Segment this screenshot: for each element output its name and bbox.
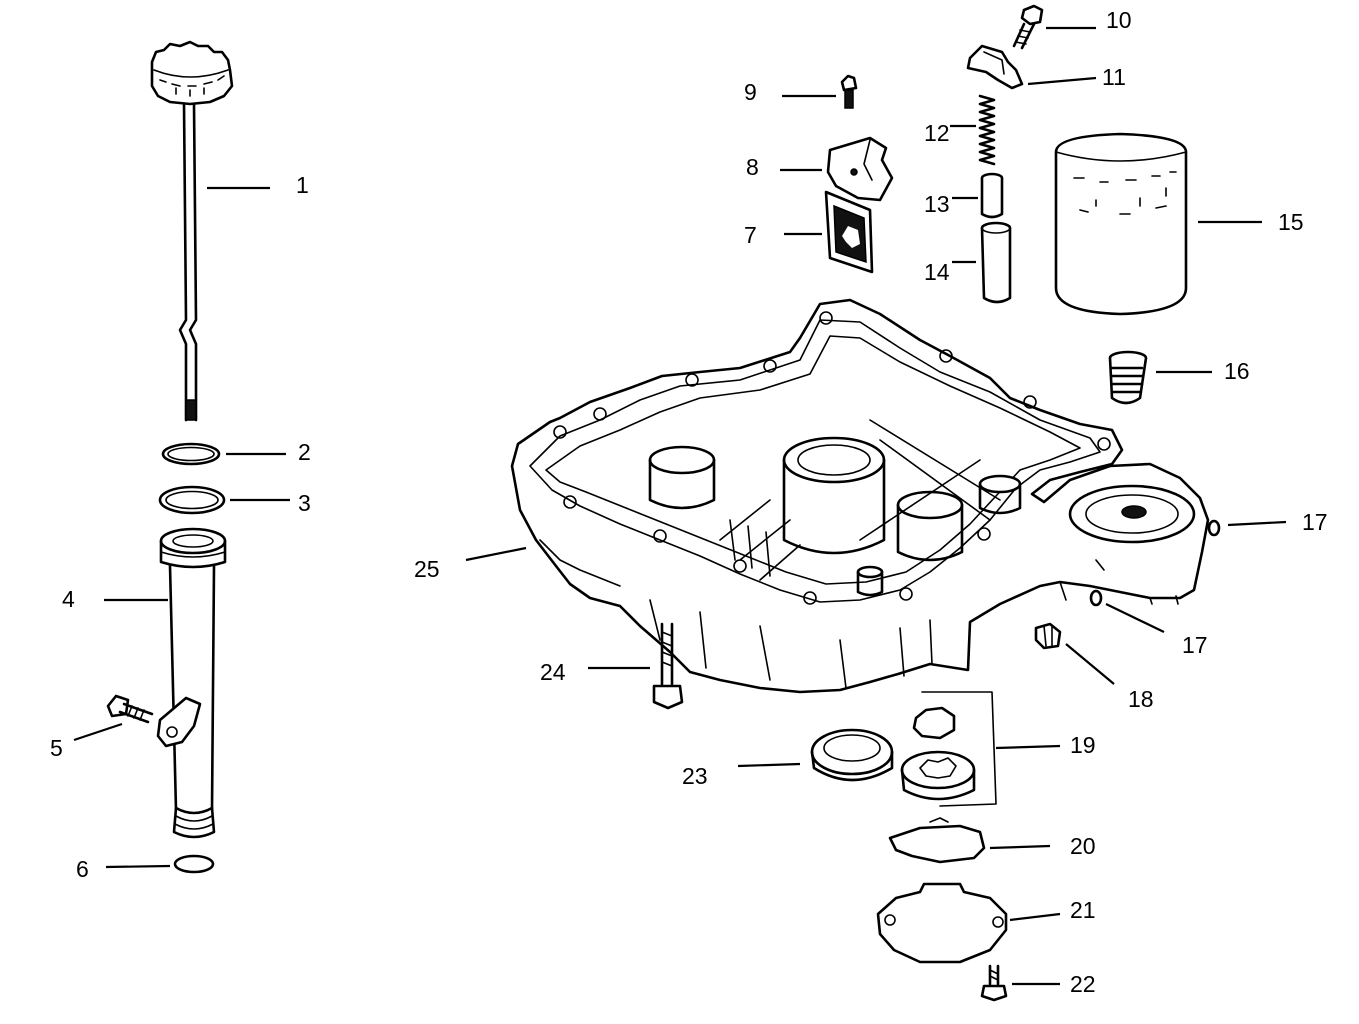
part-label-9: 9 bbox=[744, 79, 757, 105]
part-label-17-upper: 17 bbox=[1302, 509, 1328, 535]
oil-pan-part bbox=[510, 298, 1210, 694]
part-label-21: 21 bbox=[1070, 897, 1096, 923]
part-number-labels: 1 2 3 4 5 6 7 8 9 10 11 12 13 14 15 16 1… bbox=[50, 7, 1328, 997]
pump-cover-part bbox=[876, 882, 1008, 964]
pan-bolt-part bbox=[652, 622, 684, 710]
valve-sleeve-part bbox=[980, 221, 1012, 304]
part-label-20: 20 bbox=[1070, 833, 1096, 859]
part-label-5: 5 bbox=[50, 735, 63, 761]
part-label-10: 10 bbox=[1106, 7, 1132, 33]
bolt-top-part bbox=[1012, 4, 1044, 50]
part-label-6: 6 bbox=[76, 856, 89, 882]
part-label-4: 4 bbox=[62, 586, 75, 612]
fitting-part bbox=[1034, 622, 1062, 650]
dipstick-cap-part bbox=[150, 40, 234, 106]
o-ring-small-part bbox=[161, 442, 221, 466]
part-label-3: 3 bbox=[298, 490, 311, 516]
part-label-18: 18 bbox=[1128, 686, 1154, 712]
decal-part bbox=[824, 190, 874, 274]
part-label-15: 15 bbox=[1278, 209, 1304, 235]
plug-part-a bbox=[1207, 519, 1221, 537]
part-label-8: 8 bbox=[746, 154, 759, 180]
part-label-11: 11 bbox=[1102, 64, 1126, 90]
dipstick-tube-part bbox=[156, 527, 227, 839]
part-label-2: 2 bbox=[298, 439, 311, 465]
crankshaft-seal-part bbox=[810, 728, 894, 782]
pickup-screen-part bbox=[888, 817, 986, 864]
cover-bolt-part bbox=[980, 964, 1008, 1002]
part-label-16: 16 bbox=[1224, 358, 1250, 384]
o-ring-bottom-part bbox=[173, 854, 215, 874]
plug-part-b bbox=[1089, 589, 1103, 607]
part-label-19: 19 bbox=[1070, 732, 1096, 758]
screw-small-part bbox=[840, 74, 858, 109]
part-label-14: 14 bbox=[924, 259, 950, 285]
leader-lines bbox=[73, 26, 1287, 986]
part-label-1: 1 bbox=[296, 172, 309, 198]
dipstick-rod-part bbox=[178, 102, 198, 422]
oil-filter-part bbox=[1054, 132, 1188, 316]
part-label-7: 7 bbox=[744, 222, 757, 248]
part-label-17-lower: 17 bbox=[1182, 632, 1208, 658]
oil-pump-rotor-set-part bbox=[900, 691, 997, 807]
relief-spring-part bbox=[978, 94, 996, 166]
part-label-13: 13 bbox=[924, 191, 950, 217]
tube-bolt-part bbox=[106, 694, 154, 724]
part-label-23: 23 bbox=[682, 763, 708, 789]
part-label-22: 22 bbox=[1070, 971, 1096, 997]
o-ring-large-part bbox=[158, 485, 226, 515]
bracket-part bbox=[966, 44, 1024, 90]
part-label-24: 24 bbox=[540, 659, 566, 685]
cover-plate-part bbox=[826, 136, 894, 202]
filter-adapter-part bbox=[1108, 350, 1148, 405]
part-label-12: 12 bbox=[924, 120, 950, 146]
part-label-25: 25 bbox=[414, 556, 440, 582]
relief-valve-part bbox=[980, 172, 1004, 219]
